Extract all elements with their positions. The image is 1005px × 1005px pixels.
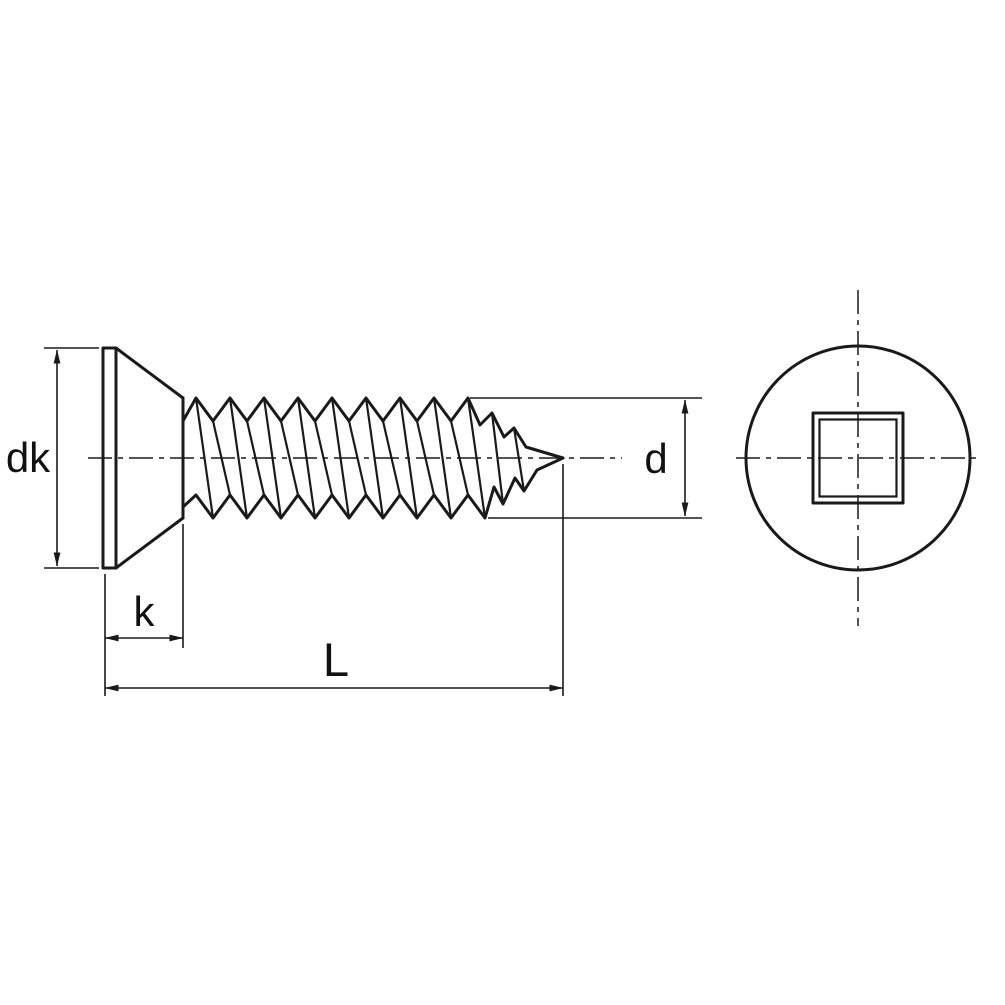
square-drive-recess: [811, 411, 905, 505]
screw-side-view: dk k L d: [6, 346, 702, 696]
label-l: L: [323, 633, 349, 686]
dimension-d: d: [470, 397, 702, 519]
label-dk: dk: [6, 434, 51, 481]
screw-end-view: [736, 290, 980, 626]
label-d: d: [644, 435, 667, 482]
label-k: k: [134, 588, 156, 635]
dimension-dk: dk: [6, 347, 99, 569]
thread-top-profile: [181, 396, 565, 460]
head-outline-circle: [744, 344, 972, 572]
screw-thread: [181, 396, 565, 520]
dimension-l: L: [104, 464, 564, 696]
dimension-k: k: [104, 524, 184, 696]
thread-root-lines: [211, 419, 470, 497]
thread-crest-lines: [194, 396, 526, 520]
